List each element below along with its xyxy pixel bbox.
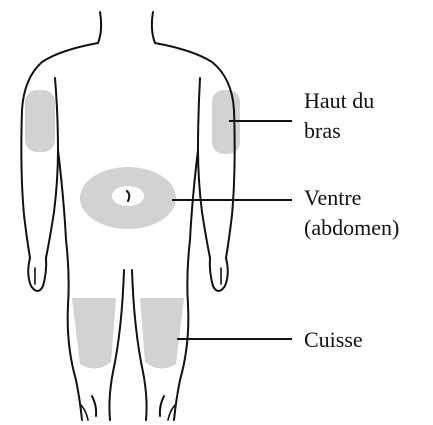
zone-right-thigh [140, 298, 184, 369]
label-abdomen: Ventre (abdomen) [304, 183, 399, 243]
zone-left-upper-arm [25, 90, 55, 152]
navel-area [112, 186, 144, 206]
zone-left-thigh [72, 298, 116, 369]
label-upper-arm-line2: bras [304, 116, 374, 146]
label-upper-arm-line1: Haut du [304, 86, 374, 116]
label-abdomen-line1: Ventre [304, 183, 399, 213]
label-upper-arm: Haut du bras [304, 86, 374, 146]
label-abdomen-line2: (abdomen) [304, 213, 399, 243]
label-thigh-line1: Cuisse [304, 325, 363, 355]
label-thigh: Cuisse [304, 325, 363, 355]
